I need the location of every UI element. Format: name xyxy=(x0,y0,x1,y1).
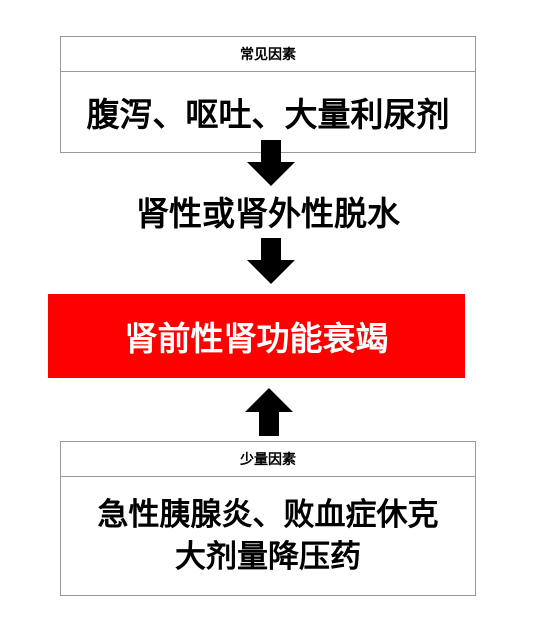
rare-factors-box: 少量因素 急性胰腺炎、败血症休克 大剂量降压药 xyxy=(60,441,476,596)
rare-factors-header: 少量因素 xyxy=(61,442,475,477)
common-factors-box: 常见因素 腹泻、呕吐、大量利尿剂 xyxy=(60,36,476,153)
rare-factors-line-2: 大剂量降压药 xyxy=(175,538,361,575)
common-factors-content: 腹泻、呕吐、大量利尿剂 xyxy=(86,94,450,134)
prerenal-failure-label: 肾前性肾功能衰竭 xyxy=(124,319,389,358)
up-arrow-icon xyxy=(245,388,293,436)
down-arrow-icon xyxy=(247,140,295,186)
prerenal-failure-box: 肾前性肾功能衰竭 xyxy=(48,294,465,378)
dehydration-label: 肾性或肾外性脱水 xyxy=(136,194,400,233)
rare-factors-content: 急性胰腺炎、败血症休克 大剂量降压药 xyxy=(61,476,475,595)
down-arrow-icon xyxy=(247,238,295,284)
rare-factors-line-1: 急性胰腺炎、败血症休克 xyxy=(97,496,439,533)
common-factors-header: 常见因素 xyxy=(61,37,475,72)
